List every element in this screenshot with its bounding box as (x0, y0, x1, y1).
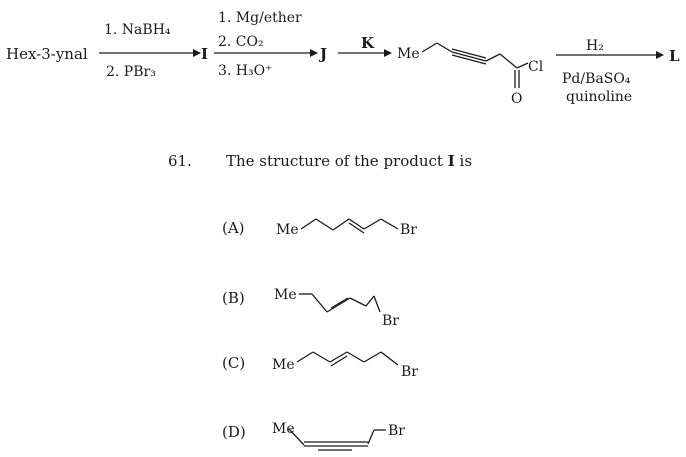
question-text: The structure of the product I is (226, 152, 472, 170)
option-c-br: Br (401, 364, 418, 380)
option-c-label[interactable]: (C) (222, 354, 246, 372)
product-l-label: L (669, 47, 680, 65)
step1-reagent-above: 1. NaBH₄ (104, 22, 171, 38)
product-j-label: J (320, 45, 328, 63)
step4-reagent-below2: quinoline (566, 89, 633, 105)
step4-reagent-above: H₂ (586, 38, 604, 54)
start-material: Hex-3-ynal (6, 45, 88, 63)
option-b-label[interactable]: (B) (222, 289, 245, 307)
question-text-suffix: is (454, 152, 473, 170)
option-a-me: Me (276, 222, 299, 238)
acyl-chloride-me: Me (397, 46, 420, 62)
acyl-chloride-structure (421, 42, 529, 88)
option-d-structure (288, 428, 386, 451)
question-number: 61. (168, 152, 192, 170)
acyl-chloride-o: O (511, 91, 523, 107)
step2-reagent-line1: 1. Mg/ether (218, 10, 302, 26)
arrow-step1 (99, 49, 201, 57)
option-a-structure (300, 218, 399, 234)
option-c-me: Me (272, 357, 295, 373)
acyl-chloride-cl: Cl (528, 59, 544, 75)
arrow-step2 (214, 49, 318, 57)
question-text-prefix: The structure of the product (226, 152, 448, 170)
arrow-step4 (556, 51, 664, 59)
step1-reagent-below: 2. PBr₃ (106, 64, 156, 80)
step2-reagent-line3: 3. H₃O⁺ (218, 63, 273, 79)
option-b-structure (299, 293, 381, 313)
step2-reagent-line2: 2. CO₂ (218, 34, 264, 50)
option-d-label[interactable]: (D) (222, 423, 246, 441)
option-a-label[interactable]: (A) (222, 219, 245, 237)
arrow-step3 (338, 49, 392, 57)
reagent-k-label: K (361, 34, 375, 52)
option-b-me: Me (274, 287, 297, 303)
step4-reagent-below1: Pd/BaSO₄ (562, 71, 631, 87)
option-d-me: Me (272, 421, 295, 437)
option-c-structure (296, 351, 399, 367)
option-b-br: Br (382, 313, 399, 329)
product-i-label: I (201, 45, 209, 63)
option-a-br: Br (400, 222, 417, 238)
question-text-bold: I (447, 152, 455, 170)
option-d-br: Br (388, 423, 405, 439)
